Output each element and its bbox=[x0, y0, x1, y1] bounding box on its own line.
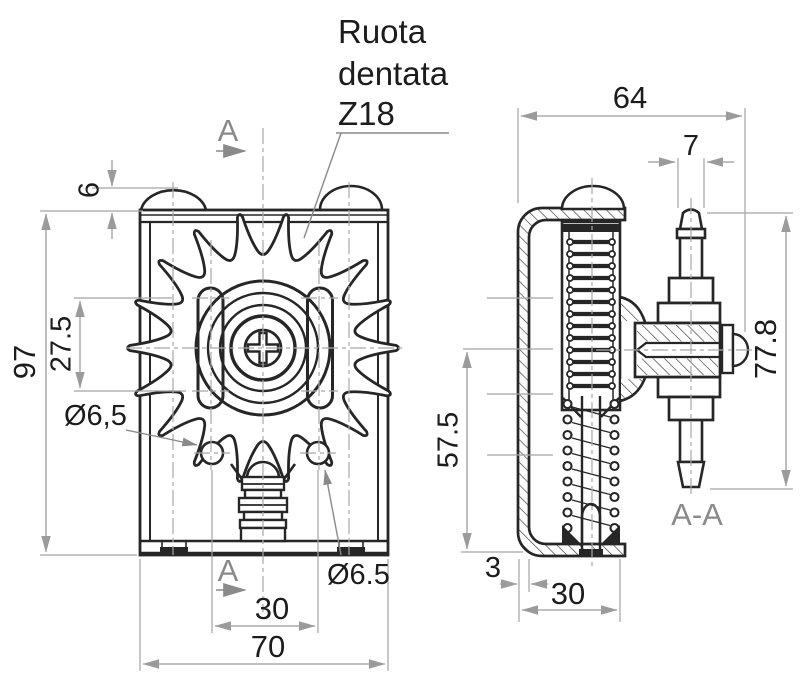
dome-right bbox=[318, 184, 384, 211]
title-block: Ruota dentata Z18 bbox=[303, 13, 449, 239]
tensioner-hub bbox=[619, 208, 750, 489]
front-centerlines bbox=[126, 128, 402, 612]
section-view: 64 7 77.8 57.5 3 30 A-A bbox=[433, 80, 793, 622]
rod-foot bbox=[579, 549, 603, 557]
dim-hole-dia-right: Ø6.5 bbox=[327, 559, 390, 591]
ratchet-rack bbox=[560, 220, 622, 412]
section-centerlines bbox=[487, 178, 765, 570]
section-view-label: A-A bbox=[671, 497, 723, 532]
dim-body-width: 30 bbox=[551, 576, 585, 611]
dim-dome-height: 6 bbox=[74, 182, 106, 198]
title-leader-line bbox=[303, 132, 342, 239]
section-label-bottom: A bbox=[218, 553, 239, 588]
dim-section-width: 64 bbox=[613, 80, 647, 115]
dim-hole-spacing: 30 bbox=[255, 591, 289, 626]
dim-hole-dia-left: Ø6,5 bbox=[64, 400, 127, 432]
dim-body-height: 57.5 bbox=[433, 412, 465, 468]
housing-section bbox=[516, 206, 627, 558]
section-label-top: A bbox=[218, 113, 239, 148]
title-line-1: Ruota bbox=[338, 13, 427, 50]
dim-total-width: 70 bbox=[251, 629, 285, 664]
front-dimensions: 6 97 27.5 Ø6,5 Ø6.5 30 70 bbox=[7, 160, 390, 671]
dome-cap-section bbox=[560, 184, 626, 211]
dim-overall-height: 77.8 bbox=[748, 319, 783, 379]
rod-end-cap bbox=[580, 502, 602, 546]
title-line-2: dentata bbox=[338, 55, 449, 92]
dim-pin-width: 7 bbox=[683, 130, 699, 162]
dim-wall-thickness: 3 bbox=[485, 552, 501, 584]
bracket-frame bbox=[138, 184, 390, 557]
spring bbox=[562, 396, 620, 557]
screw-washer bbox=[720, 323, 735, 375]
foot-left bbox=[160, 547, 188, 556]
dim-slot-length: 27.5 bbox=[46, 316, 78, 372]
dim-total-height: 97 bbox=[7, 345, 42, 379]
title-line-3: Z18 bbox=[338, 95, 395, 132]
section-dimensions: 64 7 77.8 57.5 3 30 A-A bbox=[433, 80, 793, 622]
pin-bottom-tip bbox=[676, 460, 706, 489]
front-view: A A 6 97 27.5 Ø6,5 Ø6.5 bbox=[7, 113, 402, 671]
foot-right bbox=[337, 547, 365, 556]
section-cut-marks: A A bbox=[216, 113, 247, 598]
